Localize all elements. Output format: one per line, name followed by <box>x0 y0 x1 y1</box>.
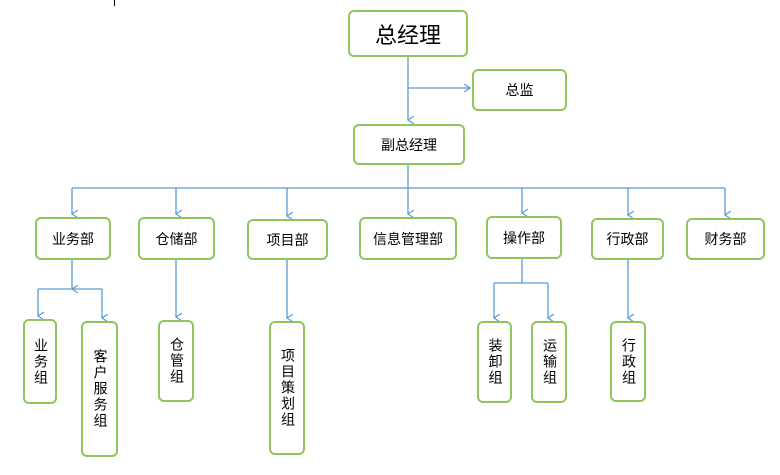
page-edge-mark <box>114 0 115 6</box>
node-general-manager-label: 总经理 <box>374 23 441 49</box>
node-group-project-planning: 项目策划组 <box>269 321 305 455</box>
dept-business-label: 业务部 <box>52 231 94 248</box>
node-group-warehouse: 仓管组 <box>158 320 194 402</box>
group-business-label: 业务组 <box>32 337 48 386</box>
node-supervisor: 总监 <box>472 69 567 111</box>
group-customer-service-label: 客户服务组 <box>91 349 108 429</box>
group-project-planning-label: 项目策划组 <box>279 348 295 428</box>
node-dept-business: 业务部 <box>35 217 111 260</box>
dept-operations-label: 操作部 <box>503 230 545 247</box>
node-dept-finance: 财务部 <box>686 218 765 260</box>
node-deputy-manager-label: 副总经理 <box>381 137 437 154</box>
node-group-loading: 装卸组 <box>477 321 512 403</box>
dept-admin-label: 行政部 <box>606 232 649 248</box>
dept-project-label: 项目部 <box>266 232 309 249</box>
node-dept-operations: 操作部 <box>486 216 562 259</box>
group-loading-label: 装卸组 <box>486 338 503 386</box>
node-deputy-manager: 副总经理 <box>353 124 465 165</box>
node-dept-project: 项目部 <box>247 219 328 260</box>
node-group-business: 业务组 <box>23 319 57 404</box>
group-admin-label: 行政组 <box>620 337 636 386</box>
node-group-customer-service: 客户服务组 <box>81 321 118 457</box>
node-general-manager: 总经理 <box>348 10 468 57</box>
node-supervisor-label: 总监 <box>505 83 534 99</box>
node-group-transport: 运输组 <box>531 321 567 403</box>
node-dept-admin: 行政部 <box>591 218 664 260</box>
group-warehouse-label: 仓管组 <box>168 337 184 385</box>
node-group-admin: 行政组 <box>610 321 646 402</box>
dept-warehouse-label: 仓储部 <box>155 231 198 248</box>
dept-finance-label: 财务部 <box>704 232 747 248</box>
dept-info-label: 信息管理部 <box>373 231 443 248</box>
node-dept-info: 信息管理部 <box>359 217 457 260</box>
node-dept-warehouse: 仓储部 <box>138 217 215 260</box>
group-transport-label: 运输组 <box>541 338 557 386</box>
